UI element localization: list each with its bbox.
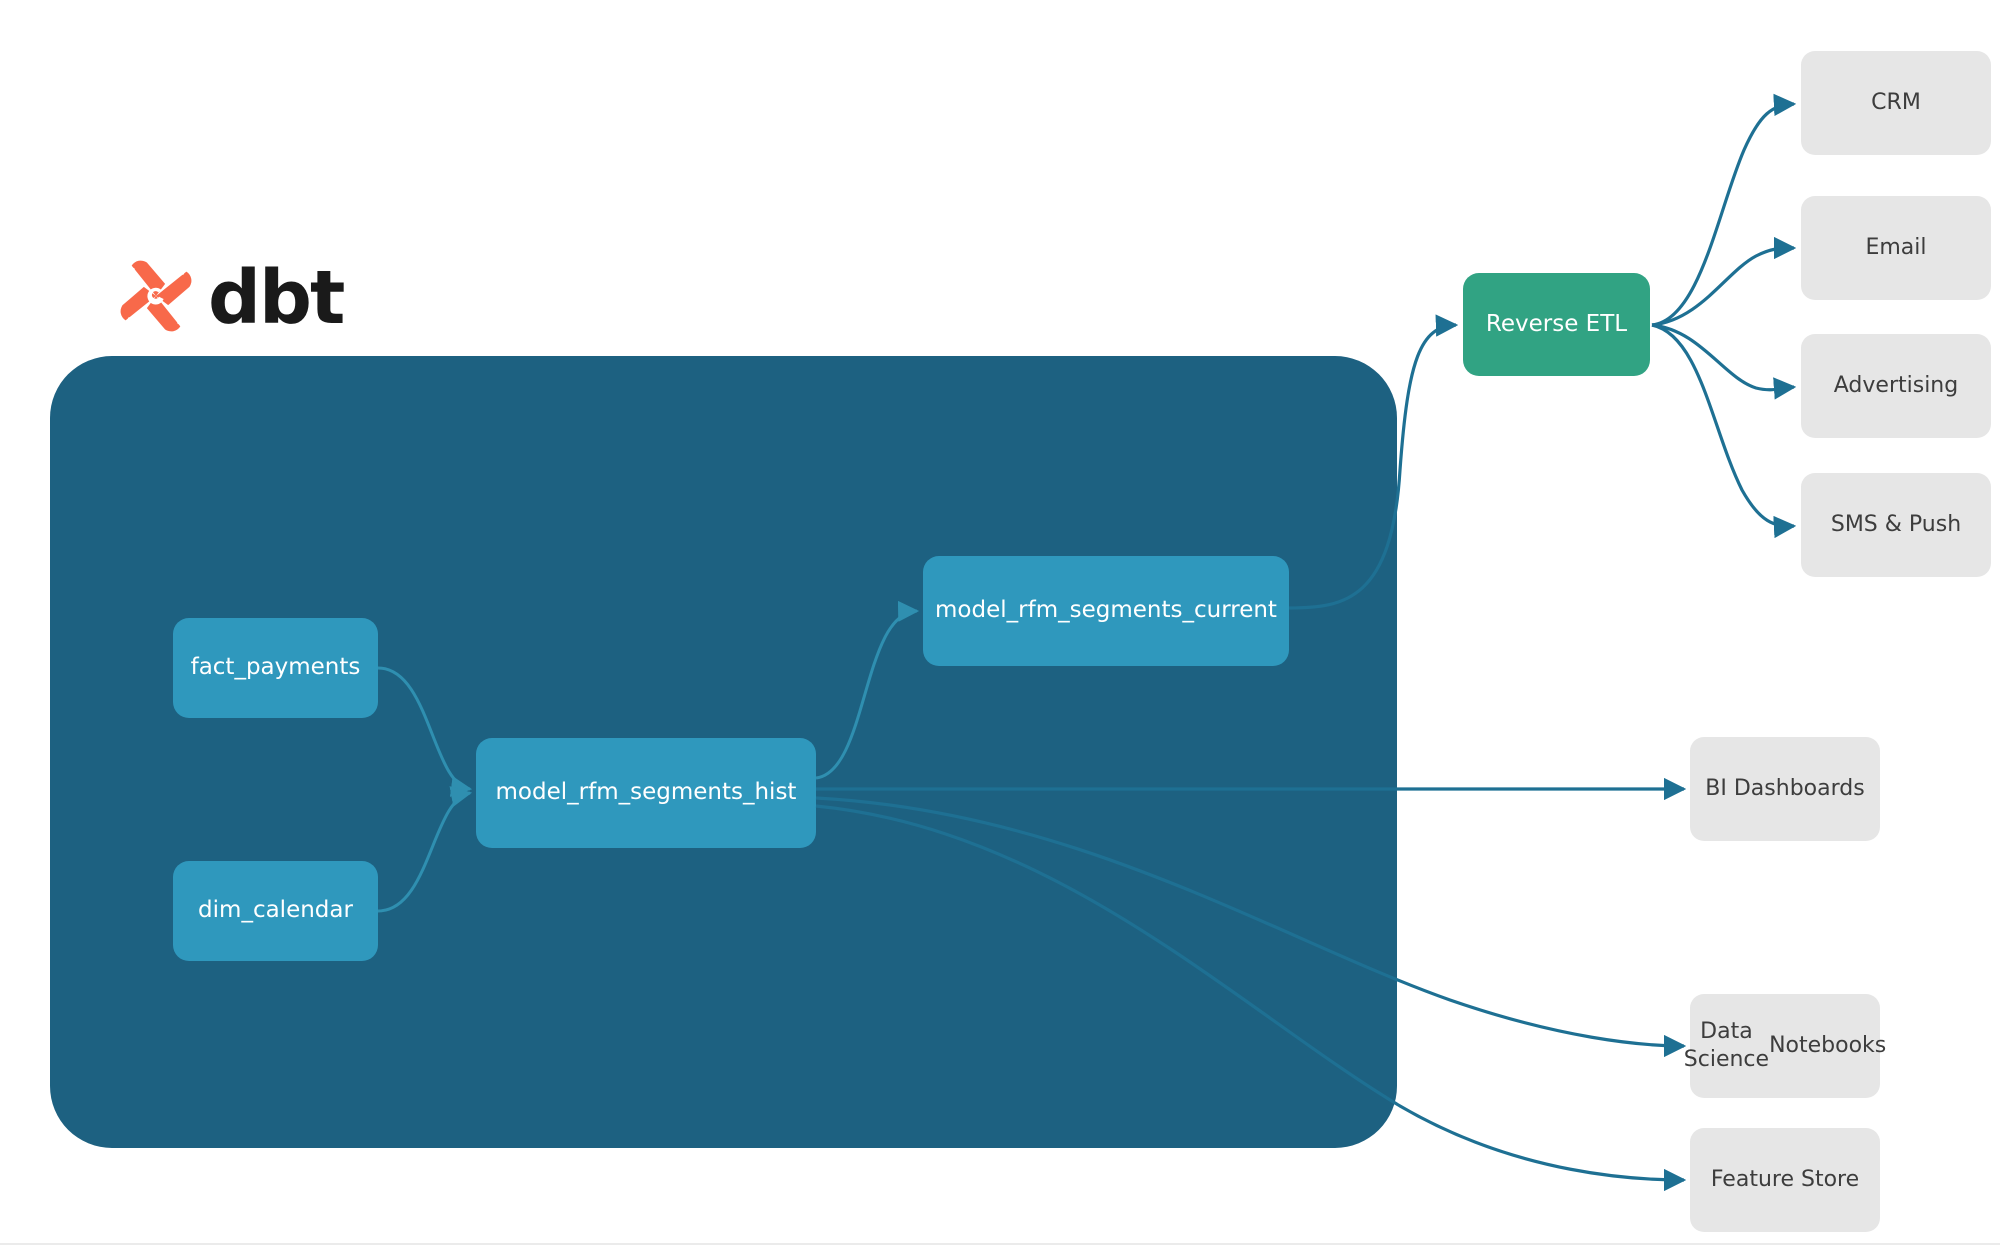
- node-advertising[interactable]: Advertising: [1801, 334, 1991, 438]
- edge-reverse-etl-to-email: [1651, 236, 1797, 327]
- node-fact-payments[interactable]: fact_payments: [173, 618, 378, 718]
- node-crm[interactable]: CRM: [1801, 51, 1991, 155]
- edge-reverse-etl-to-crm: [1651, 93, 1797, 327]
- dbt-wordmark: dbt: [208, 255, 345, 341]
- dbt-logo: dbt: [118, 255, 345, 341]
- node-data-science-notebooks[interactable]: Data Science Notebooks: [1684, 994, 1886, 1098]
- node-model-rfm-segments-current[interactable]: model_rfm_segments_current: [923, 556, 1289, 666]
- node-bi-dashboards[interactable]: BI Dashboards: [1690, 737, 1880, 841]
- node-label-line-1: Data Science: [1683, 1018, 1770, 1072]
- node-model-rfm-segments-hist[interactable]: model_rfm_segments_hist: [476, 738, 816, 848]
- node-feature-store[interactable]: Feature Store: [1690, 1128, 1880, 1232]
- edge-reverse-etl-to-sms-push: [1651, 323, 1797, 539]
- node-sms-push[interactable]: SMS & Push: [1801, 473, 1991, 577]
- bottom-divider: [0, 1243, 2000, 1245]
- node-email[interactable]: Email: [1801, 196, 1991, 300]
- node-reverse-etl[interactable]: Reverse ETL: [1463, 273, 1650, 376]
- edge-reverse-etl-to-advertising: [1651, 323, 1797, 400]
- node-label-line-2: Notebooks: [1769, 1032, 1887, 1058]
- dbt-logo-icon: [118, 258, 194, 338]
- node-dim-calendar[interactable]: dim_calendar: [173, 861, 378, 961]
